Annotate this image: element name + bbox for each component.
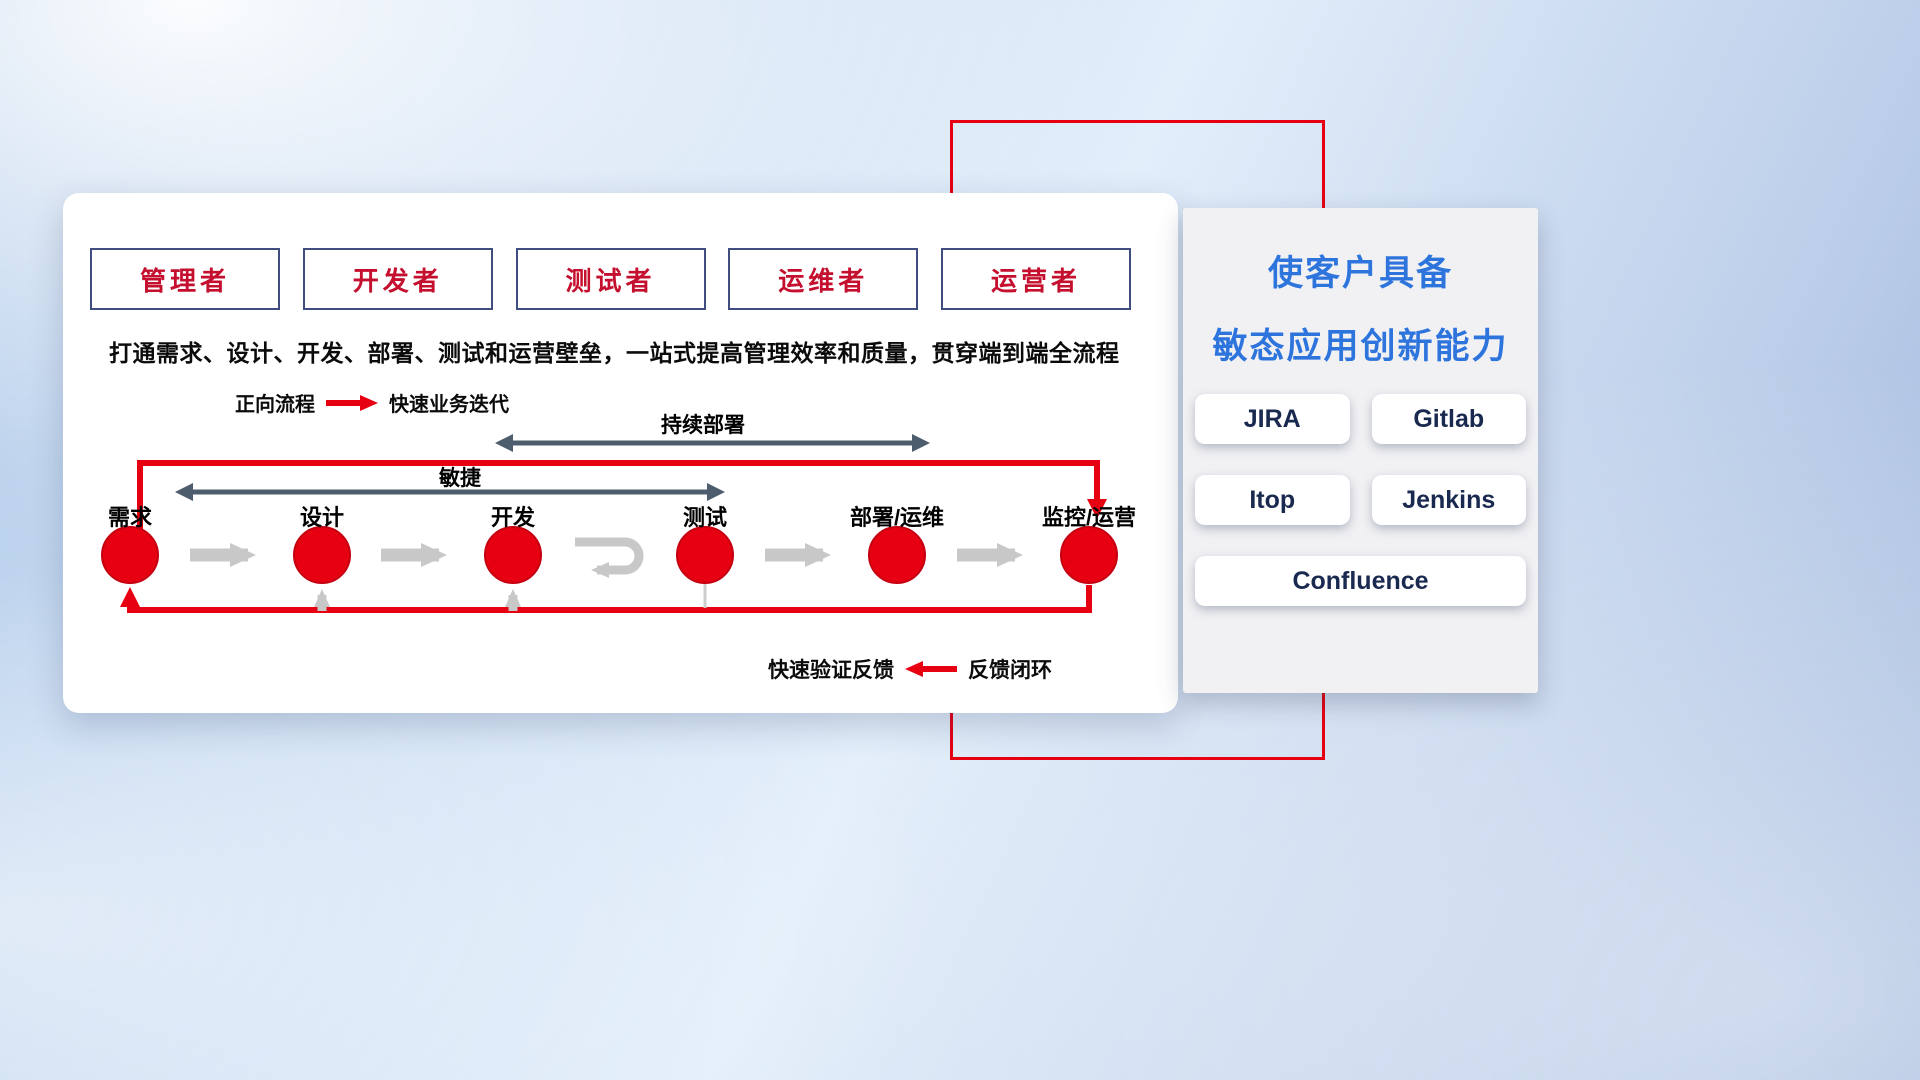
feedback-legend: 快速验证反馈 反馈闭环 bbox=[768, 654, 1052, 684]
tool-jenkins: Jenkins bbox=[1371, 475, 1526, 525]
description-text: 打通需求、设计、开发、部署、测试和运营壁垒，一站式提高管理效率和质量，贯穿端到端… bbox=[109, 340, 1120, 366]
role-label-operator: 运营者 bbox=[990, 265, 1081, 296]
role-label-tester: 测试者 bbox=[565, 265, 656, 296]
iteration-loop-icon bbox=[575, 537, 644, 578]
capability-panel: 使客户具备 敏态应用创新能力 JIRA Gitlab Itop Jenkins … bbox=[1183, 208, 1538, 693]
stage-circle-development bbox=[484, 526, 542, 584]
role-label-ops: 运维者 bbox=[778, 265, 869, 296]
stage-label-design: 设计 bbox=[299, 505, 344, 530]
right-arrow-icon bbox=[326, 394, 378, 411]
role-box-developer: 开发者 bbox=[302, 248, 493, 310]
forward-loop-line bbox=[137, 460, 1107, 529]
tool-itop: Itop bbox=[1195, 475, 1350, 525]
stage-circle-deploy-ops bbox=[868, 526, 926, 584]
role-label-developer: 开发者 bbox=[352, 265, 443, 296]
tool-confluence: Confluence bbox=[1195, 556, 1526, 606]
role-box-ops: 运维者 bbox=[728, 248, 919, 310]
panel-title-line1: 使客户具备 bbox=[1267, 254, 1453, 293]
stage-circle-requirements bbox=[101, 526, 159, 584]
stage-label-monitor-operate: 监控/运营 bbox=[1041, 505, 1137, 530]
forward-legend-value: 快速业务迭代 bbox=[389, 394, 509, 416]
roles-row: 管理者 开发者 测试者 运维者 运营者 bbox=[90, 248, 1131, 310]
continuous-deploy-label: 持续部署 bbox=[661, 414, 745, 437]
tool-gitlab: Gitlab bbox=[1371, 394, 1526, 444]
agile-label: 敏捷 bbox=[439, 467, 481, 490]
feedback-legend-label: 快速验证反馈 bbox=[768, 659, 894, 682]
stage-label-testing: 测试 bbox=[682, 505, 727, 530]
role-label-manager: 管理者 bbox=[139, 265, 230, 296]
forward-legend: 正向流程 快速业务迭代 bbox=[235, 388, 509, 417]
stage-label-requirements: 需求 bbox=[107, 505, 152, 530]
left-arrow-icon bbox=[905, 661, 957, 677]
feedback-legend-value: 反馈闭环 bbox=[968, 659, 1052, 682]
flow-diagram bbox=[101, 434, 1118, 613]
feedback-loop-line bbox=[120, 585, 1092, 613]
stage-label-deploy-ops: 部署/运维 bbox=[849, 505, 945, 530]
role-box-manager: 管理者 bbox=[90, 248, 280, 310]
stage-circle-testing bbox=[676, 526, 734, 584]
role-box-operator: 运营者 bbox=[941, 248, 1131, 310]
stage-label-development: 开发 bbox=[490, 505, 535, 530]
devops-flow-card: 管理者 开发者 测试者 运维者 运营者 打通需求、设计、开发、部署、测试和运营壁… bbox=[63, 193, 1178, 713]
role-box-tester: 测试者 bbox=[515, 248, 706, 310]
forward-legend-label: 正向流程 bbox=[235, 394, 315, 416]
stage-circle-design bbox=[293, 526, 351, 584]
tools-grid: JIRA Gitlab Itop Jenkins Confluence bbox=[1195, 394, 1526, 606]
tool-jira: JIRA bbox=[1195, 394, 1350, 444]
stage-circle-monitor-operate bbox=[1060, 526, 1118, 584]
panel-title-line2: 敏态应用创新能力 bbox=[1212, 327, 1509, 366]
